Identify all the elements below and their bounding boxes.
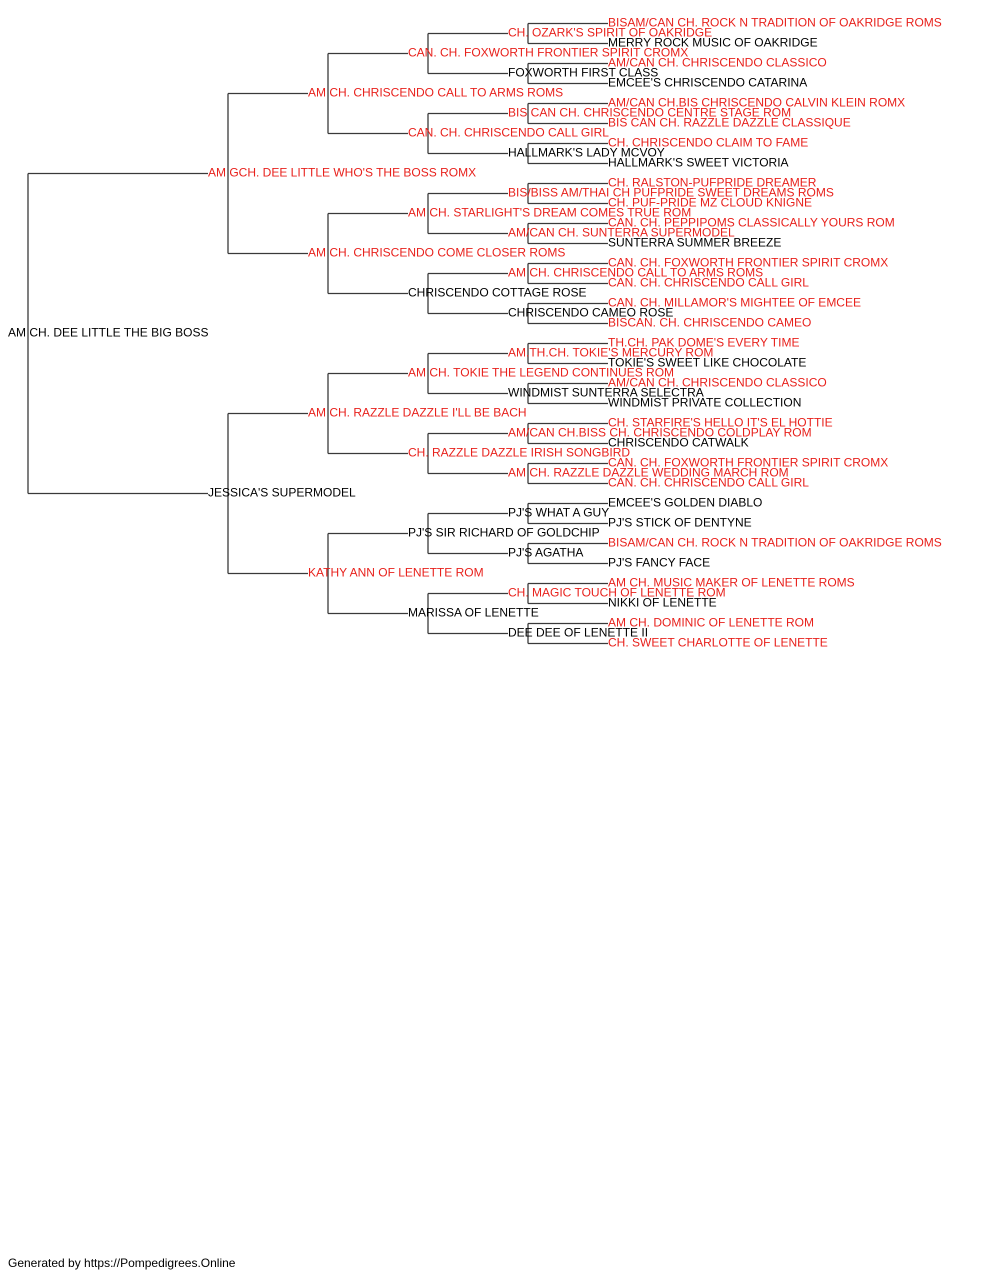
- pedigree-name-gen4[interactable]: FOXWORTH FIRST CLASS: [508, 66, 658, 80]
- pedigree-name-gen0[interactable]: AM CH. DEE LITTLE THE BIG BOSS: [8, 326, 209, 340]
- pedigree-name-gen4[interactable]: HALLMARK'S LADY MCVOY: [508, 146, 665, 160]
- pedigree-name-gen5[interactable]: EMCEE'S CHRISCENDO CATARINA: [608, 76, 807, 90]
- pedigree-name-gen5[interactable]: AM CH. DOMINIC OF LENETTE ROM: [608, 616, 814, 630]
- pedigree-name-gen3[interactable]: CHRISCENDO COTTAGE ROSE: [408, 286, 586, 300]
- pedigree-name-gen5[interactable]: BISAM/CAN CH. ROCK N TRADITION OF OAKRID…: [608, 16, 942, 30]
- pedigree-name-gen5[interactable]: AM/CAN CH.BIS CHRISCENDO CALVIN KLEIN RO…: [608, 96, 905, 110]
- pedigree-name-gen4[interactable]: PJ'S WHAT A GUY: [508, 506, 609, 520]
- pedigree-name-gen4[interactable]: AM/CAN CH.BISS CH. CHRISCENDO COLDPLAY R…: [508, 426, 812, 440]
- pedigree-name-gen1[interactable]: AM GCH. DEE LITTLE WHO'S THE BOSS ROMX: [208, 166, 476, 180]
- pedigree-name-gen1[interactable]: JESSICA'S SUPERMODEL: [208, 486, 356, 500]
- pedigree-name-gen5[interactable]: TOKIE'S SWEET LIKE CHOCOLATE: [608, 356, 806, 370]
- pedigree-name-gen4[interactable]: AM CH. RAZZLE DAZZLE WEDDING MARCH ROM: [508, 466, 789, 480]
- pedigree-name-gen5[interactable]: PJ'S STICK OF DENTYNE: [608, 516, 752, 530]
- pedigree-name-gen2[interactable]: AM CH. CHRISCENDO CALL TO ARMS ROMS: [308, 86, 563, 100]
- pedigree-name-gen5[interactable]: CH. STARFIRE'S HELLO IT'S EL HOTTIE: [608, 416, 833, 430]
- pedigree-name-gen3[interactable]: CH. RAZZLE DAZZLE IRISH SONGBIRD: [408, 446, 630, 460]
- pedigree-name-gen5[interactable]: TH.CH. PAK DOME'S EVERY TIME: [608, 336, 799, 350]
- pedigree-name-gen5[interactable]: NIKKI OF LENETTE: [608, 596, 717, 610]
- pedigree-name-gen5[interactable]: CH. CHRISCENDO CLAIM TO FAME: [608, 136, 808, 150]
- pedigree-name-gen3[interactable]: CAN. CH. FOXWORTH FRONTIER SPIRIT CROMX: [408, 46, 688, 60]
- pedigree-name-gen4[interactable]: WINDMIST SUNTERRA SELECTRA: [508, 386, 704, 400]
- pedigree-name-gen5[interactable]: AM/CAN CH. CHRISCENDO CLASSICO: [608, 376, 827, 390]
- pedigree-name-gen4[interactable]: CH. MAGIC TOUCH OF LENETTE ROM: [508, 586, 726, 600]
- pedigree-name-gen3[interactable]: CAN. CH. CHRISCENDO CALL GIRL: [408, 126, 609, 140]
- generated-by-footer[interactable]: Generated by https://Pompedigrees.Online: [8, 1256, 236, 1270]
- pedigree-name-gen4[interactable]: CHRISCENDO CAMEO ROSE: [508, 306, 673, 320]
- pedigree-name-gen5[interactable]: AM/CAN CH. CHRISCENDO CLASSICO: [608, 56, 827, 70]
- pedigree-name-gen5[interactable]: MERRY ROCK MUSIC OF OAKRIDGE: [608, 36, 818, 50]
- pedigree-name-gen3[interactable]: AM CH. STARLIGHT'S DREAM COMES TRUE ROM: [408, 206, 691, 220]
- pedigree-name-gen5[interactable]: WINDMIST PRIVATE COLLECTION: [608, 396, 801, 410]
- pedigree-name-gen5[interactable]: CH. PUF-PRIDE MZ CLOUD KNIGNE: [608, 196, 812, 210]
- pedigree-name-gen2[interactable]: KATHY ANN OF LENETTE ROM: [308, 566, 484, 580]
- pedigree-name-gen4[interactable]: DEE DEE OF LENETTE II: [508, 626, 648, 640]
- pedigree-name-gen4[interactable]: AM CH. CHRISCENDO CALL TO ARMS ROMS: [508, 266, 763, 280]
- pedigree-name-gen5[interactable]: CAN. CH. CHRISCENDO CALL GIRL: [608, 276, 809, 290]
- pedigree-name-gen3[interactable]: AM CH. TOKIE THE LEGEND CONTINUES ROM: [408, 366, 674, 380]
- pedigree-name-gen4[interactable]: BIS/BISS AM/THAI CH PUFPRIDE SWEET DREAM…: [508, 186, 834, 200]
- pedigree-name-gen4[interactable]: BIS CAN CH. CHRISCENDO CENTRE STAGE ROM: [508, 106, 791, 120]
- pedigree-name-gen5[interactable]: CAN. CH. FOXWORTH FRONTIER SPIRIT CROMX: [608, 256, 888, 270]
- pedigree-name-gen5[interactable]: CAN. CH. CHRISCENDO CALL GIRL: [608, 476, 809, 490]
- pedigree-name-gen4[interactable]: AM/CAN CH. SUNTERRA SUPERMODEL: [508, 226, 735, 240]
- pedigree-name-gen5[interactable]: CAN. CH. FOXWORTH FRONTIER SPIRIT CROMX: [608, 456, 888, 470]
- pedigree-name-gen5[interactable]: SUNTERRA SUMMER BREEZE: [608, 236, 781, 250]
- pedigree-name-gen3[interactable]: MARISSA OF LENETTE: [408, 606, 539, 620]
- pedigree-name-gen5[interactable]: PJ'S FANCY FACE: [608, 556, 710, 570]
- pedigree-name-gen5[interactable]: CAN. CH. MILLAMOR'S MIGHTEE OF EMCEE: [608, 296, 861, 310]
- pedigree-name-gen5[interactable]: BISCAN. CH. CHRISCENDO CAMEO: [608, 316, 811, 330]
- pedigree-name-gen5[interactable]: BIS CAN CH. RAZZLE DAZZLE CLASSIQUE: [608, 116, 851, 130]
- pedigree-name-gen5[interactable]: CH. SWEET CHARLOTTE OF LENETTE: [608, 636, 828, 650]
- pedigree-name-gen5[interactable]: CHRISCENDO CATWALK: [608, 436, 749, 450]
- pedigree-name-gen2[interactable]: AM CH. CHRISCENDO COME CLOSER ROMS: [308, 246, 565, 260]
- pedigree-name-gen5[interactable]: BISAM/CAN CH. ROCK N TRADITION OF OAKRID…: [608, 536, 942, 550]
- pedigree-name-gen5[interactable]: HALLMARK'S SWEET VICTORIA: [608, 156, 789, 170]
- pedigree-name-gen4[interactable]: PJ'S AGATHA: [508, 546, 583, 560]
- pedigree-name-gen5[interactable]: AM CH. MUSIC MAKER OF LENETTE ROMS: [608, 576, 855, 590]
- pedigree-name-gen3[interactable]: PJ'S SIR RICHARD OF GOLDCHIP: [408, 526, 600, 540]
- pedigree-name-gen5[interactable]: CH. RALSTON-PUFPRIDE DREAMER: [608, 176, 817, 190]
- pedigree-name-gen4[interactable]: CH. OZARK'S SPIRIT OF OAKRIDGE: [508, 26, 712, 40]
- pedigree-name-gen5[interactable]: CAN. CH. PEPPIPOMS CLASSICALLY YOURS ROM: [608, 216, 895, 230]
- pedigree-name-gen4[interactable]: AM.TH.CH. TOKIE'S MERCURY ROM: [508, 346, 713, 360]
- pedigree-name-gen2[interactable]: AM CH. RAZZLE DAZZLE I'LL BE BACH: [308, 406, 527, 420]
- pedigree-name-gen5[interactable]: EMCEE'S GOLDEN DIABLO: [608, 496, 762, 510]
